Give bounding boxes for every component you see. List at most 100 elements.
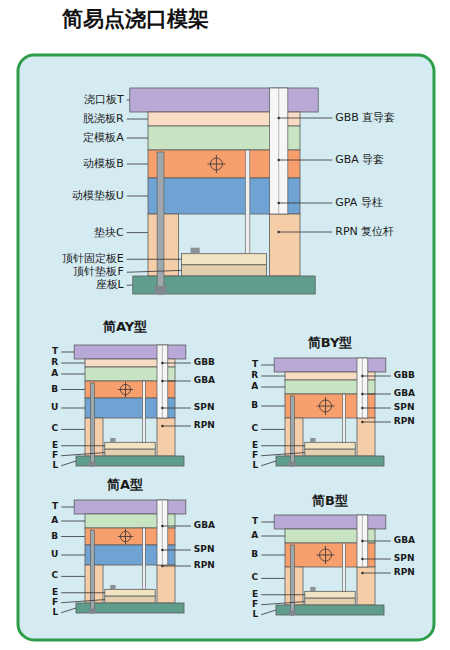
plate-label: A	[251, 382, 258, 392]
leader-line	[261, 406, 285, 407]
leader-dot	[361, 407, 364, 410]
leader-line	[279, 160, 333, 161]
leader-line	[162, 550, 190, 551]
type-title: 简BY型	[308, 336, 353, 350]
guide-pin	[357, 358, 368, 418]
part-code: SPN	[194, 545, 215, 555]
plate-label: 顶针垫板F	[73, 266, 123, 278]
crosshair-symbol	[207, 155, 225, 173]
leader-line	[127, 270, 182, 272]
mold-plate	[357, 418, 375, 456]
leader-dot	[361, 572, 364, 575]
part-code: GBA	[394, 536, 415, 546]
leader-line	[362, 394, 390, 395]
leader-line	[127, 285, 133, 286]
part-code: GBA	[194, 521, 215, 531]
plate-label: E	[52, 441, 58, 451]
plate-label: E	[52, 588, 58, 598]
bolt-head	[89, 462, 96, 467]
mold-plate	[274, 358, 386, 372]
leader-line	[261, 429, 285, 430]
crosshair-symbol	[317, 397, 335, 415]
crosshair-symbol	[118, 529, 133, 544]
leader-line	[61, 608, 76, 613]
plate-label: C	[52, 571, 59, 581]
plate-label: 动模垫板U	[72, 190, 124, 202]
leader-line	[279, 232, 333, 233]
leader-line	[61, 374, 85, 375]
bolt	[290, 396, 294, 466]
bolt	[290, 545, 294, 615]
leader-line	[61, 352, 74, 353]
leader-line	[279, 203, 333, 204]
leader-line	[61, 600, 105, 603]
plate-label: B	[51, 385, 58, 395]
part-code: GPA 导柱	[335, 197, 382, 209]
leader-dot	[161, 525, 164, 528]
guide-pin-core	[278, 88, 279, 214]
part-code: RPN	[194, 561, 215, 571]
mold-plate	[157, 565, 175, 603]
leader-dot	[161, 565, 164, 568]
stop-pin	[310, 587, 315, 591]
mold-plate	[274, 515, 386, 529]
mold-base	[74, 500, 186, 613]
plate-label: T	[52, 347, 58, 357]
leader-dot	[361, 393, 364, 396]
plate-label: L	[52, 461, 58, 471]
mold-base	[274, 358, 386, 466]
part-code: RPN	[394, 568, 415, 578]
part-code: GBA 导套	[335, 154, 384, 166]
return-pin	[245, 150, 250, 254]
part-code: RPN	[394, 417, 415, 427]
plate-label: T	[252, 360, 258, 370]
guide-pin	[157, 500, 168, 565]
leader-line	[279, 118, 333, 119]
leader-line	[61, 555, 85, 556]
guide-pin-core	[362, 358, 363, 418]
part-code: GBB 直导套	[335, 112, 395, 124]
leader-line	[261, 453, 305, 456]
leader-dot	[277, 202, 280, 205]
guide-pin	[270, 88, 288, 214]
mold-base	[274, 515, 386, 615]
part-code: GBB	[194, 358, 215, 368]
leader-line	[362, 559, 390, 560]
plate-label: R	[251, 371, 258, 381]
leader-dot	[277, 159, 280, 162]
stop-pin	[110, 585, 115, 589]
mold-plate	[105, 589, 155, 596]
mold-plate	[105, 449, 155, 456]
stop-pin	[191, 248, 200, 254]
mold-plate	[305, 449, 355, 456]
leader-line	[261, 376, 285, 377]
leader-line	[362, 573, 390, 574]
plate-label: L	[252, 461, 258, 471]
plate-label: E	[252, 441, 258, 451]
leader-line	[162, 408, 190, 409]
leader-line	[61, 445, 105, 446]
leader-line	[61, 461, 76, 466]
guide-pin-core	[162, 345, 163, 418]
plate-label: T	[252, 517, 258, 527]
part-code: GBB	[394, 371, 415, 381]
plate-label: 座板L	[96, 279, 124, 291]
mold-plate	[74, 500, 186, 514]
crosshair-symbol	[317, 546, 335, 564]
return-pin	[343, 543, 346, 591]
leader-line	[61, 536, 85, 537]
type-title: 简AY型	[103, 320, 147, 334]
leader-dot	[161, 380, 164, 383]
plate-label: T	[52, 502, 58, 512]
guide-pin-core	[162, 500, 163, 565]
plate-label: F	[52, 598, 58, 608]
leader-line	[261, 594, 305, 595]
leader-dot	[361, 558, 364, 561]
plate-label: 垫块C	[94, 227, 124, 239]
leader-line	[61, 389, 85, 390]
leader-line	[162, 381, 190, 382]
leader-line	[127, 196, 148, 197]
plate-label: R	[51, 358, 58, 368]
leader-line	[261, 578, 285, 579]
